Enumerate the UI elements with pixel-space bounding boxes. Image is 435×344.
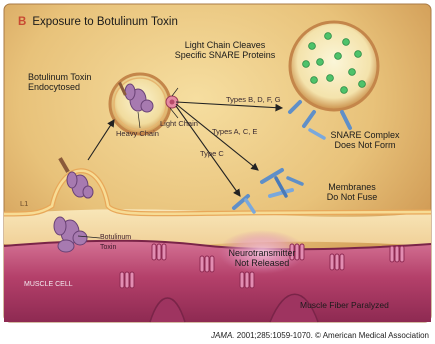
label-muscle-paralyzed: Muscle Fiber Paralyzed bbox=[300, 300, 389, 310]
corner-mark: L1 bbox=[20, 200, 28, 208]
label-muscle-cell: MUSCLE CELL bbox=[24, 280, 73, 290]
label-type-c: Type C bbox=[200, 150, 224, 158]
citation-journal: JAMA. bbox=[211, 331, 235, 340]
citation: JAMA. 2001;285:1059-1070. © American Med… bbox=[211, 331, 429, 340]
label-types-bdfg: Types B, D, F, G bbox=[226, 96, 281, 104]
panel-title: B Exposure to Botulinum Toxin bbox=[18, 16, 178, 28]
label-types-ace: Types A, C, E bbox=[212, 128, 257, 136]
panel-letter: B bbox=[18, 16, 26, 28]
panel-title-text: Exposure to Botulinum Toxin bbox=[32, 16, 178, 28]
citation-rest: 2001;285:1059-1070. © American Medical A… bbox=[235, 331, 429, 340]
label-heavy-chain: Heavy Chain bbox=[116, 130, 159, 138]
label-light-chain: Light Chain bbox=[160, 120, 198, 128]
